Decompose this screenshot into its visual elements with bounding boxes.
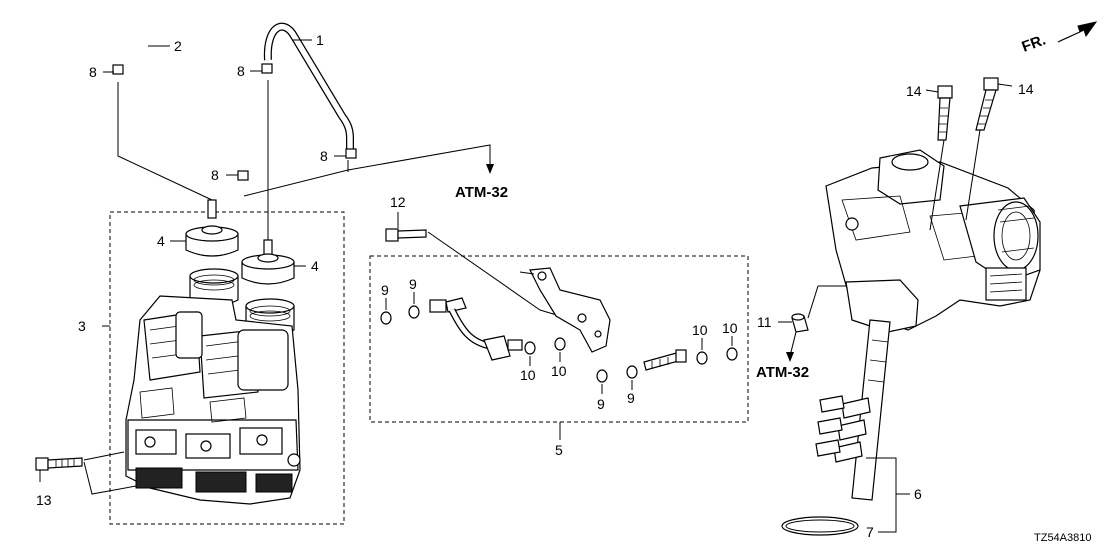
callout-12: 12	[390, 194, 406, 210]
reservoir-cap-right	[241, 239, 295, 285]
figure-code: TZ54A3810	[1034, 532, 1091, 544]
callout-9-d: 9	[627, 390, 635, 406]
washer-9	[380, 305, 638, 383]
pump-housing	[825, 149, 1041, 333]
bracket	[529, 267, 611, 353]
callout-10-c: 10	[692, 322, 708, 338]
fr-label: FR.	[1020, 32, 1049, 56]
callout-10-d: 10	[722, 320, 738, 336]
callout-7: 7	[866, 524, 874, 540]
oil-pipe	[429, 297, 523, 361]
reservoir-cap-left	[185, 199, 239, 257]
hose-1	[263, 22, 354, 150]
stud	[643, 349, 687, 371]
atm-reference-top[interactable]: ATM-32	[455, 184, 508, 201]
callout-9-b: 9	[409, 276, 417, 292]
callout-8-a: 8	[89, 64, 97, 80]
callout-8-b: 8	[237, 63, 245, 79]
atm-reference-right[interactable]: ATM-32	[756, 364, 809, 381]
callout-8-d: 8	[211, 167, 219, 183]
callout-10-a: 10	[520, 367, 536, 383]
sleeve-11	[791, 313, 809, 333]
modulator-unit	[125, 268, 301, 505]
callout-8-c: 8	[320, 148, 328, 164]
callout-2: 2	[174, 38, 182, 54]
bolt-12	[385, 228, 427, 242]
front-arrow-icon	[1057, 21, 1098, 43]
callout-3: 3	[78, 318, 86, 334]
strainer-6	[815, 319, 891, 501]
callout-13: 13	[36, 492, 52, 508]
callout-14-b: 14	[1018, 81, 1034, 97]
callout-5: 5	[555, 442, 563, 458]
hose-2	[109, 25, 247, 158]
front-direction-indicator: FR.	[1020, 21, 1098, 56]
callout-6: 6	[914, 486, 922, 502]
callout-14-a: 14	[906, 83, 922, 99]
washer-10	[524, 337, 738, 365]
callout-1: 1	[316, 32, 324, 48]
callout-11: 11	[757, 314, 772, 330]
bolt-13	[35, 457, 83, 471]
callout-9-c: 9	[597, 396, 605, 412]
bolt-14	[937, 77, 999, 141]
callout-10-b: 10	[551, 363, 567, 379]
callout-4-right: 4	[311, 258, 319, 274]
assembly-box-5	[369, 255, 749, 423]
callout-9-a: 9	[381, 282, 389, 298]
callout-4-left: 4	[157, 233, 165, 249]
